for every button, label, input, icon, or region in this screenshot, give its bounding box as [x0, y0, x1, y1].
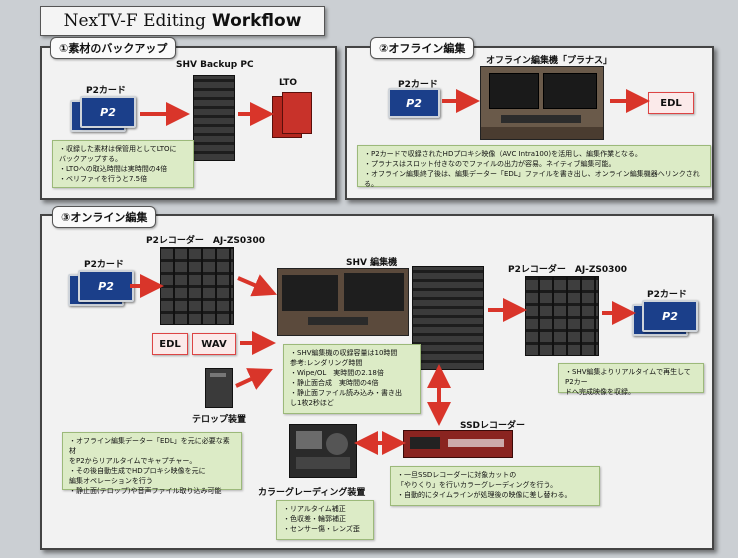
- ssd-recorder-icon: [403, 430, 513, 458]
- p2-card-icon: P2: [80, 96, 136, 128]
- note-line: ・色収差・輪郭補正: [283, 515, 346, 523]
- telop-device-icon: [205, 368, 233, 408]
- offline-p2-label: P2カード: [398, 80, 438, 90]
- online-p2-right-label: P2カード: [647, 290, 687, 300]
- backup-p2-cards: P2: [70, 96, 136, 132]
- backup-pc-label: SHV Backup PC: [176, 60, 254, 70]
- online-capture-notes: ・オフライン編集データー「EDL」を元に必要な素材 をP2からリアルタイムでキャ…: [62, 432, 242, 495]
- online-p2-right-cards: P2: [632, 300, 698, 336]
- section-online-tab: ③オンライン編集: [52, 206, 157, 228]
- note-line: ・P2カードで収録されたHDプロキシ映像（AVC Intra100)を活用し、編…: [364, 150, 642, 158]
- note-line: ・静止面合成 実時間の4倍: [290, 379, 379, 387]
- note-line: ・自動的にタイムラインが処理後の映像に差し替わる。: [397, 491, 572, 499]
- recorder-left-label: P2レコーダー AJ-ZS0300: [146, 236, 265, 246]
- arrow: [237, 274, 278, 297]
- lto-tape-icon: [272, 92, 312, 138]
- online-p2-left-cards: P2: [68, 270, 134, 306]
- shv-editor-notes: ・SHV編集機の収録容量は10時間 参考:レンダリング時間 ・Wipe/OL 実…: [283, 344, 421, 414]
- note-line: ・リアルタイム補正: [283, 505, 346, 513]
- note-line: ・オフライン編集終了後は、編集データー「EDL」ファイルを書き出し、オンライン編…: [364, 170, 700, 188]
- note-line: ・SHV編集よりリアルタイムで再生してP2カー: [565, 368, 691, 386]
- page-title: NexTV-F Editing Workflow: [40, 6, 325, 36]
- note-line: をP2からリアルタイムでキャプチャー。: [69, 457, 197, 465]
- telop-label: テロップ装置: [192, 415, 247, 425]
- recorder-right-label: P2レコーダー AJ-ZS0300: [508, 265, 627, 275]
- note-line: ・オフライン編集データー「EDL」を元に必要な素材: [69, 437, 230, 455]
- note-line: ・LTOへの取込時間は実時間の4倍: [59, 165, 168, 173]
- shv-editor-photo: [277, 268, 409, 336]
- offline-notes: ・P2カードで収録されたHDプロキシ映像（AVC Intra100)を活用し、編…: [357, 145, 711, 188]
- note-line: ・SHV編集機の収録容量は10時間: [290, 349, 398, 357]
- ssd-recorder-label: SSDレコーダー: [460, 421, 526, 431]
- online-p2-left-label: P2カード: [84, 260, 124, 270]
- offline-p2-card-icon: P2: [388, 88, 440, 118]
- shv-editor-rack-icon: [412, 266, 484, 370]
- note-line: ・Wipe/OL 実時間の2.18倍: [290, 369, 384, 377]
- note-line: ・センサー傷・レンズ歪: [283, 525, 360, 533]
- recorder-right-notes: ・SHV編集よりリアルタイムで再生してP2カー ドへ完成映像を収録。: [558, 363, 704, 396]
- p2-card-icon: P2: [78, 270, 134, 302]
- color-grading-label: カラーグレーディング装置: [258, 488, 366, 498]
- color-grading-notes: ・リアルタイム補正 ・色収差・輪郭補正 ・センサー傷・レンズ歪: [276, 500, 374, 540]
- offline-editor-photo: [480, 66, 604, 140]
- note-line: ・静止面(テロップ)や音声ファイル取り込み可能: [69, 487, 222, 495]
- note-line: ・静止面ファイル読み込み・書き出: [290, 389, 402, 397]
- backup-notes: ・収録した素材は保管用としてLTOに バックアップする。 ・LTOへの取込時間は…: [52, 140, 194, 188]
- note-line: ドへ完成映像を収録。: [565, 388, 635, 396]
- backup-pc-icon: [193, 75, 235, 161]
- recorder-left-icon: [160, 247, 234, 325]
- note-line: ・その後自動生成でHDプロキシ映像を元に: [69, 467, 206, 475]
- color-grading-device-icon: [289, 424, 357, 478]
- note-line: 参考:レンダリング時間: [290, 359, 363, 367]
- ssd-recorder-notes: ・一旦SSDレコーダーに対象カットの 「やりくり」を行いカラーグレーディングを行…: [390, 466, 600, 506]
- shv-editor-label: SHV 編集機: [346, 258, 398, 268]
- note-line: し1枚2秒ほど: [290, 399, 334, 407]
- note-line: 編集オペレーションを行う: [69, 477, 153, 485]
- title-bold: Workflow: [211, 11, 302, 31]
- lto-label: LTO: [279, 78, 298, 88]
- note-line: ・収録した素材は保管用としてLTOに: [59, 145, 177, 153]
- note-line: ・プラナスはスロット付きなのでファイルの出力が容易。ネイティブ編集可能。: [364, 160, 616, 168]
- offline-editor-label: オフライン編集機「プラナス」: [486, 56, 613, 66]
- recorder-right-icon: [525, 276, 599, 356]
- arrow: [235, 368, 273, 390]
- section-backup-tab: ①素材のバックアップ: [50, 37, 177, 59]
- title-main: NexTV-F Editing: [63, 11, 206, 31]
- online-edl-box: EDL: [152, 333, 188, 355]
- note-line: バックアップする。: [59, 155, 122, 163]
- note-line: ・一旦SSDレコーダーに対象カットの: [397, 471, 517, 479]
- online-wav-box: WAV: [192, 333, 236, 355]
- note-line: 「やりくり」を行いカラーグレーディングを行う。: [397, 481, 558, 489]
- backup-p2-label: P2カード: [86, 86, 126, 96]
- note-line: ・ベリファイを行うと7.5倍: [59, 175, 148, 183]
- p2-card-icon: P2: [642, 300, 698, 332]
- section-offline-tab: ②オフライン編集: [370, 37, 475, 59]
